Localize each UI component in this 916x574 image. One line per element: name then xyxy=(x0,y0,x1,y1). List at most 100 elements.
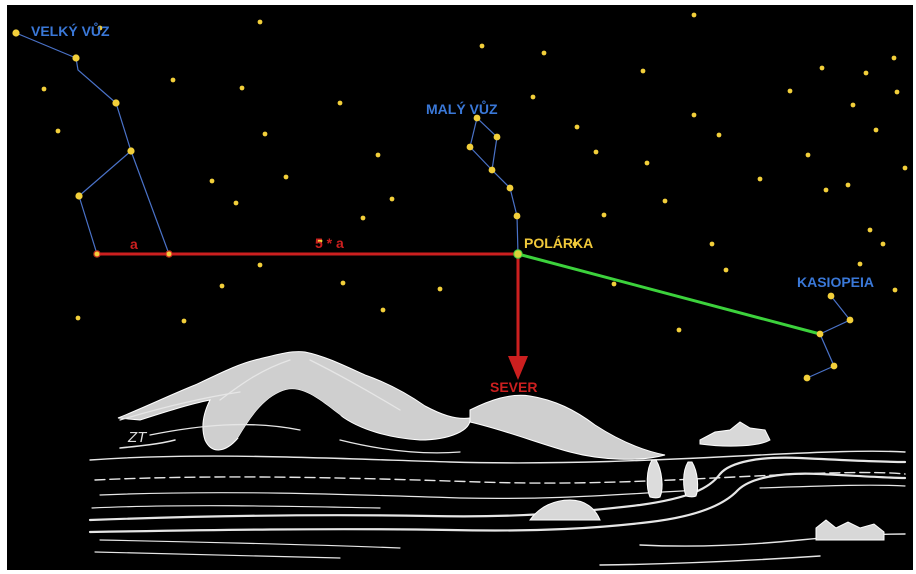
tree xyxy=(646,459,663,499)
cassiopeia-star xyxy=(803,374,811,382)
houses xyxy=(815,519,885,541)
background-star xyxy=(55,128,61,134)
big-dipper-star xyxy=(112,99,120,107)
background-star xyxy=(640,68,646,74)
hill-right xyxy=(469,394,666,460)
river xyxy=(88,472,907,534)
night-sky xyxy=(7,5,913,570)
background-star xyxy=(541,50,547,56)
background-star xyxy=(880,241,886,247)
label-cassiopeia: KASIOPEIA xyxy=(797,274,874,290)
background-star xyxy=(437,286,443,292)
background-star xyxy=(691,112,697,118)
label-north: SEVER xyxy=(490,379,537,395)
castle-ruin xyxy=(699,421,771,447)
pointer-line-green xyxy=(517,252,821,336)
cassiopeia-star xyxy=(846,316,854,324)
background-star xyxy=(891,55,897,61)
hill-texture xyxy=(149,423,301,436)
background-star xyxy=(360,215,366,221)
background-star xyxy=(601,212,607,218)
background-star xyxy=(317,238,323,244)
background-star xyxy=(257,19,263,25)
background-stars xyxy=(41,12,908,333)
label-polaris: POLÁRKA xyxy=(524,235,593,251)
signature: ZT xyxy=(127,429,148,446)
north-arrow-head xyxy=(508,356,528,380)
tree xyxy=(683,461,699,498)
background-star xyxy=(892,287,898,293)
background-star xyxy=(262,131,268,137)
background-star xyxy=(873,127,879,133)
label-little-dipper: MALÝ VŮZ xyxy=(426,99,498,117)
ground-line xyxy=(759,484,906,489)
background-star xyxy=(572,241,578,247)
background-star xyxy=(375,152,381,158)
background-star xyxy=(823,187,829,193)
little-dipper-star xyxy=(473,114,481,122)
background-star xyxy=(283,174,289,180)
background-star xyxy=(676,327,682,333)
background-star xyxy=(574,124,580,130)
background-star xyxy=(340,280,346,286)
cassiopeia-star xyxy=(816,330,824,338)
background-star xyxy=(662,198,668,204)
background-star xyxy=(857,261,863,267)
background-star xyxy=(219,283,225,289)
label-segment-5a: 5 * a xyxy=(315,235,344,251)
background-star xyxy=(867,227,873,233)
background-star xyxy=(805,152,811,158)
ground-line xyxy=(99,539,401,549)
background-star xyxy=(709,241,715,247)
background-star xyxy=(257,262,263,268)
background-star xyxy=(337,100,343,106)
background-star xyxy=(239,85,245,91)
big-dipper-star xyxy=(72,54,80,62)
background-star xyxy=(97,25,103,31)
hill-texture xyxy=(219,359,291,401)
ground-line xyxy=(91,505,381,509)
signature-stroke xyxy=(119,439,176,449)
polaris-star xyxy=(513,249,523,259)
background-star xyxy=(902,165,908,171)
hill-texture xyxy=(119,391,241,421)
big-dipper-star xyxy=(75,192,83,200)
background-star xyxy=(850,102,856,108)
cassiopeia-star xyxy=(830,362,838,370)
little-dipper-star xyxy=(493,133,501,141)
ground-line xyxy=(94,551,341,559)
mountain-shadow xyxy=(238,389,351,448)
big-dipper-star xyxy=(12,29,20,37)
background-star xyxy=(716,132,722,138)
background-star xyxy=(181,318,187,324)
background-star xyxy=(894,89,900,95)
background-star xyxy=(691,12,697,18)
background-star xyxy=(170,77,176,83)
bridge xyxy=(529,499,601,521)
segment-marker xyxy=(93,250,101,258)
segment-marker xyxy=(165,250,173,258)
river-bank xyxy=(599,555,821,566)
background-star xyxy=(757,176,763,182)
ground-line xyxy=(99,489,701,499)
label-segment-a: a xyxy=(130,236,138,252)
ground-line xyxy=(94,471,906,484)
little-dipper-star xyxy=(506,184,514,192)
little-dipper-star xyxy=(488,166,496,174)
background-star xyxy=(75,315,81,321)
background-star xyxy=(845,182,851,188)
ground-line xyxy=(89,450,906,464)
background-star xyxy=(209,178,215,184)
hill-texture xyxy=(339,439,461,454)
background-star xyxy=(479,43,485,49)
little-dipper-star xyxy=(513,212,521,220)
little-dipper-line xyxy=(469,146,493,171)
pointer-lines xyxy=(93,249,824,380)
background-star xyxy=(389,196,395,202)
background-star xyxy=(819,65,825,71)
background-star xyxy=(530,94,536,100)
background-star xyxy=(41,86,47,92)
little-dipper xyxy=(466,114,521,255)
little-dipper-star xyxy=(466,143,474,151)
